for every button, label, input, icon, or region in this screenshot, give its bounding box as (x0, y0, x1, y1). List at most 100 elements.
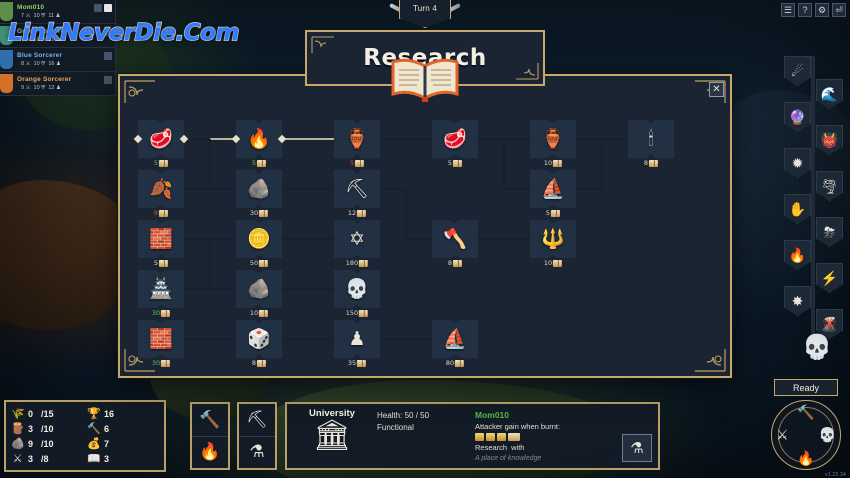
flag-icon (104, 76, 112, 84)
shield-stat: 10 ⛨ (33, 12, 46, 19)
knight-tech[interactable]: ♟ (334, 320, 380, 358)
occult-tech-icon: ✡ (349, 228, 365, 250)
campfire-tech[interactable]: 🔥 (236, 120, 282, 158)
book-icon (159, 159, 169, 167)
portal-spell[interactable]: 🔮 (784, 102, 811, 132)
tech-cost-value: 30 (151, 359, 161, 367)
potion-action-icon[interactable]: ⚗ (249, 442, 265, 462)
tech-cost: 5 (350, 159, 365, 167)
ready-button[interactable]: Ready (774, 379, 838, 396)
tech-connector (184, 338, 236, 340)
settings-button[interactable]: ⚙ (815, 3, 829, 17)
fire-spell[interactable]: 🔥 (784, 240, 811, 270)
boat-tech[interactable]: ⛵ (530, 170, 576, 208)
tech-connector (478, 138, 504, 140)
golden-brew-tech[interactable]: 🏺 (530, 120, 576, 158)
menu-button[interactable]: ☰ (781, 3, 795, 17)
fort-tech-icon: 🏯 (149, 278, 173, 300)
gamble-tech[interactable]: 🎲 (236, 320, 282, 358)
village-tech[interactable]: 🧱 (138, 320, 184, 358)
sword-stat: 8 ⚔ (21, 60, 31, 67)
potion-button[interactable]: ⚗ (622, 434, 652, 462)
tech-cost: 12 (348, 209, 367, 217)
necromancy-tech[interactable]: 💀 (334, 270, 380, 308)
candle-tech[interactable]: 🕯 (628, 120, 674, 158)
burn-gain-icons (475, 433, 652, 441)
wheel-inner-ring (778, 407, 834, 463)
tech-cost-value: 50 (249, 259, 259, 267)
build-action-icon[interactable]: 🔨 (192, 404, 228, 437)
exit-button[interactable]: ⏎ (832, 3, 846, 17)
comet-spell[interactable]: ☄ (784, 56, 811, 86)
quarry-tech[interactable]: 🪨 (236, 270, 282, 308)
brew-tech[interactable]: 🏺 (334, 120, 380, 158)
trident-tech[interactable]: 🔱 (530, 220, 576, 258)
fort-tech[interactable]: 🏯 (138, 270, 184, 308)
forage-tech[interactable]: 🍂 (138, 170, 184, 208)
player-icons (104, 50, 112, 69)
poison-spell[interactable]: ✸ (784, 286, 811, 316)
ship-tech[interactable]: ⛵ (432, 320, 478, 358)
gold-counter: 💰7 (87, 436, 159, 451)
brick-tech[interactable]: 🧱 (138, 220, 184, 258)
ornament-corner-icon (311, 36, 334, 53)
tornado-spell[interactable]: 🌪 (816, 171, 843, 201)
shield-stat: 10 ⛨ (33, 84, 46, 91)
hand-spell[interactable]: ✋ (784, 194, 811, 224)
burn-action-icon[interactable]: 🔥 (199, 442, 221, 462)
tech-connector (209, 139, 211, 189)
meat-tech[interactable]: 🥩 (138, 120, 184, 158)
quarry-tech-icon: 🪨 (247, 278, 271, 300)
wave-spell[interactable]: 🌊 (816, 79, 843, 109)
shield-stat: 10 ⛨ (33, 60, 46, 67)
close-icon[interactable]: ✕ (709, 82, 724, 97)
tech-connector (282, 288, 334, 290)
wood-resource-icon: 🪵 (11, 423, 25, 435)
wheel-fire-icon[interactable]: 🔥 (797, 450, 815, 466)
stone-resource-icon: 🪨 (11, 438, 25, 450)
wheel-hammer-icon[interactable]: 🔨 (797, 404, 815, 420)
tech-connector (184, 138, 210, 140)
forage-tech-icon: 🍂 (149, 178, 173, 200)
action-wheel[interactable]: 🔨 ⚔ 💀 🔥 (767, 396, 845, 474)
help-button[interactable]: ? (798, 3, 812, 17)
mining-tech[interactable]: ⛏ (334, 170, 380, 208)
stone-tech[interactable]: 🪨 (236, 170, 282, 208)
axe-tech-icon: 🪓 (443, 228, 467, 250)
axe-tech[interactable]: 🪓 (432, 220, 478, 258)
player-banner-icon (0, 74, 13, 93)
lightning-spell[interactable]: ⚡ (816, 263, 843, 293)
tech-connector (282, 338, 334, 340)
tech-cost-value: 5 (153, 159, 159, 167)
health-column: Health: 50 / 50 Functional (377, 408, 469, 464)
meat-tech-icon: 🥩 (149, 128, 173, 150)
description-column: Mom010 Attacker gain when burnt: Researc… (475, 408, 652, 464)
gold-tech[interactable]: 🪙 (236, 220, 282, 258)
storm-spell[interactable]: ⛈ (816, 217, 843, 247)
tech-connector (282, 188, 334, 190)
occult-tech[interactable]: ✡ (334, 220, 380, 258)
plague-spell[interactable]: ✹ (784, 148, 811, 178)
tech-connector (210, 238, 236, 240)
tech-cost-value: 5 (545, 209, 551, 217)
wheel-skull-icon[interactable]: 💀 (818, 426, 836, 443)
tech-cost: 30 (152, 309, 171, 317)
mine-action-icon[interactable]: ⛏ (239, 404, 275, 437)
book-stat: 11 ♟ (48, 36, 61, 43)
tech-cost-value: 5 (251, 159, 257, 167)
player-stats: 8 ⚔10 ⛨16 ♟ (17, 60, 100, 68)
wheel-sword-icon[interactable]: ⚔ (776, 426, 789, 443)
tech-cost: 5 (448, 159, 463, 167)
steak-tech[interactable]: 🥩 (432, 120, 478, 158)
player-stats: 7 ⚔10 ⛨11 ♟ (17, 12, 90, 20)
tech-connector (503, 139, 505, 189)
tech-connector (184, 288, 236, 290)
book-icon (161, 309, 171, 317)
demon-spell[interactable]: 👹 (816, 125, 843, 155)
